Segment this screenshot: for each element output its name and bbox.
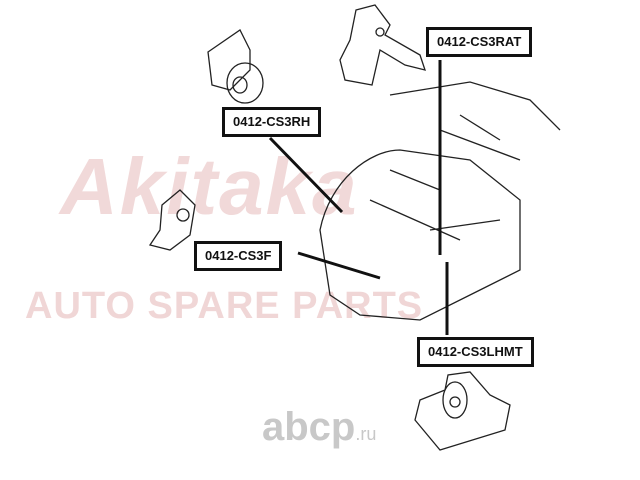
site-logo-main: abcp (262, 405, 356, 449)
mount-rh-drawing (207, 29, 264, 104)
mount-lhmt-drawing (414, 371, 511, 451)
watermark-brand: Akitaka (60, 142, 359, 231)
part-label-rh: 0412-CS3RH (222, 107, 322, 137)
mount-f-drawing (148, 189, 196, 251)
part-label-f: 0412-CS3F (194, 241, 283, 271)
part-label-rat: 0412-CS3RAT (426, 27, 533, 57)
leader-lines (268, 60, 449, 335)
part-label-lhmt: 0412-CS3LHMT (417, 337, 534, 367)
site-logo-suffix: .ru (355, 424, 377, 444)
mount-rat-drawing (339, 4, 426, 86)
watermark-tagline: AUTO SPARE PARTS (25, 285, 424, 327)
site-logo: abcp.ru (262, 404, 376, 457)
